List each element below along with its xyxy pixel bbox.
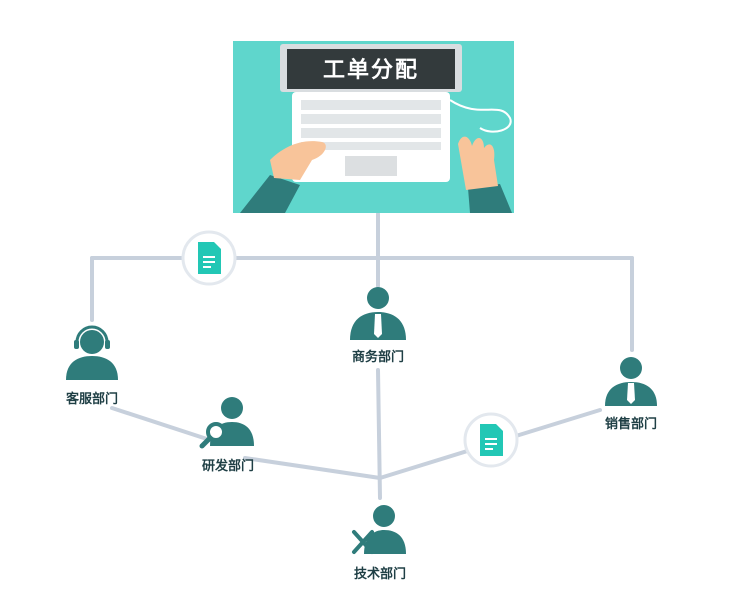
dept-label-service: 客服部门 <box>65 392 119 407</box>
document-badge-top <box>181 230 237 286</box>
tools-person-icon <box>352 505 406 554</box>
laptop-illustration <box>233 41 514 213</box>
document-icon <box>480 424 503 456</box>
dept-label-tech: 技术部门 <box>353 567 407 582</box>
sales-person-icon <box>605 357 657 406</box>
dept-label-rnd: 研发部门 <box>201 459 255 474</box>
search-person-icon <box>199 397 254 449</box>
document-icon <box>198 242 221 274</box>
dept-label-sales: 销售部门 <box>604 417 658 432</box>
business-person-icon <box>350 287 406 340</box>
laptop-screen <box>287 49 455 89</box>
connector-service-to-rnd <box>110 406 212 442</box>
banner-title: 工单分配 <box>322 58 419 83</box>
document-badge-right <box>463 412 519 468</box>
headset-person-icon <box>66 325 118 380</box>
connector-rnd-to-tech <box>243 456 382 480</box>
dept-label-business: 商务部门 <box>351 350 405 365</box>
